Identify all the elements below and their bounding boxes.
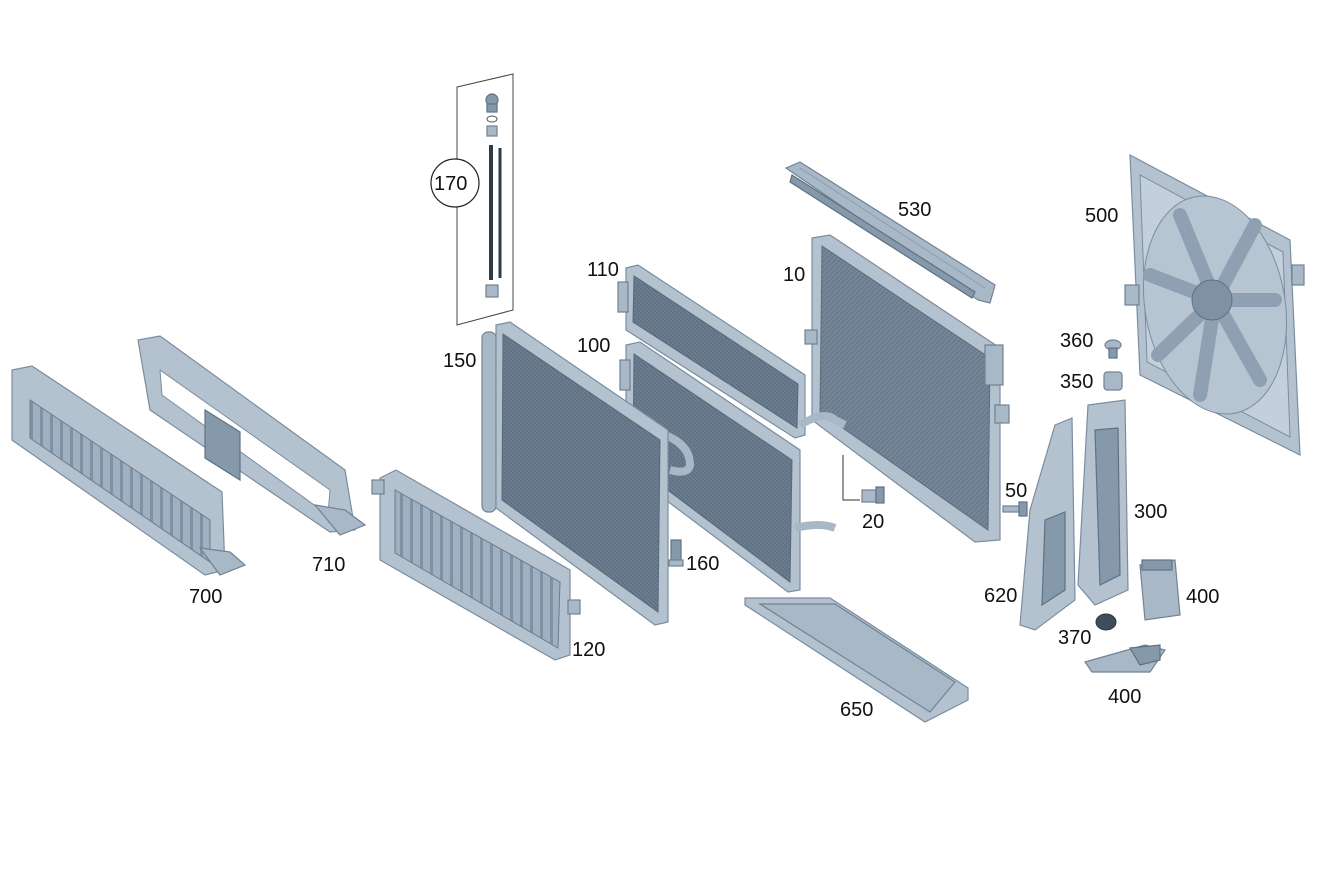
part-620-side-bracket (1019, 417, 1076, 631)
part-710-front-carrier-upper (137, 335, 367, 536)
part-650-underbody-panel (744, 597, 969, 723)
label-360: 360 (1060, 330, 1093, 352)
label-50: 50 (1005, 480, 1027, 502)
part-400-holder-upper (1139, 559, 1181, 621)
callout-labels: 170 530 500 110 10 360 350 100 150 50 30… (189, 173, 1219, 721)
part-700-front-carrier-lower (11, 365, 247, 576)
label-300: 300 (1134, 501, 1167, 523)
part-10-radiator (804, 234, 1010, 543)
part-110-aux-cooler-upper (617, 264, 847, 439)
label-350: 350 (1060, 371, 1093, 393)
callout-circle-170 (430, 158, 480, 208)
label-150: 150 (443, 350, 476, 372)
label-120: 120 (572, 639, 605, 661)
label-650: 650 (840, 699, 873, 721)
part-100-aux-cooler-middle (619, 341, 837, 593)
label-710: 710 (312, 554, 345, 576)
label-110: 110 (587, 259, 619, 281)
part-50-bolt (1002, 501, 1028, 517)
label-530: 530 (898, 199, 931, 221)
label-160: 160 (686, 553, 719, 575)
label-700: 700 (189, 586, 222, 608)
part-530-air-duct (784, 161, 996, 304)
part-120-low-temp-radiator (371, 469, 581, 661)
label-500: 500 (1085, 205, 1118, 227)
label-100: 100 (577, 335, 610, 357)
part-370-plug (1095, 613, 1117, 631)
label-170: 170 (434, 173, 467, 195)
part-150-condenser (481, 321, 669, 626)
part-400-holder-lower (1084, 644, 1166, 673)
part-500-fan-assembly (1124, 153, 1305, 456)
part-20-drain-plug (842, 455, 885, 504)
part-300-bracket (1077, 399, 1129, 606)
part-170-drier-kit (456, 73, 514, 326)
label-370: 370 (1058, 627, 1091, 649)
part-350-cap (1103, 371, 1123, 391)
label-400-lower: 400 (1108, 686, 1141, 708)
label-620: 620 (984, 585, 1017, 607)
part-360-cap (1104, 339, 1122, 359)
label-20: 20 (862, 511, 884, 533)
part-160-sensor (668, 539, 684, 567)
label-400-upper: 400 (1186, 586, 1219, 608)
label-10: 10 (783, 264, 805, 286)
